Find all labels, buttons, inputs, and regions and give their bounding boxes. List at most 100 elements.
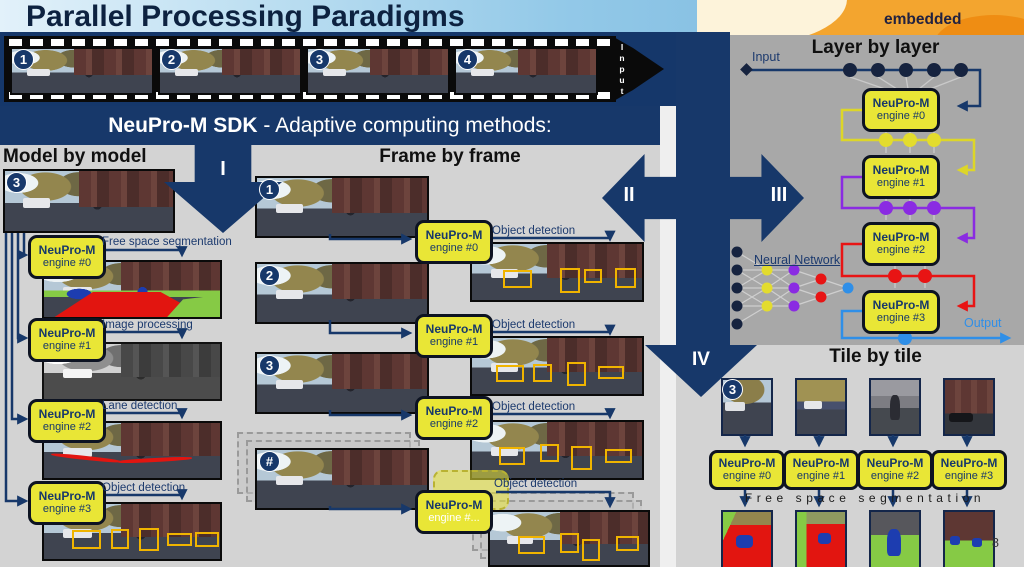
model-input-frame bbox=[3, 169, 175, 233]
neupro-label: NeuPro-M bbox=[38, 243, 96, 257]
task-label: Object detection bbox=[494, 478, 578, 490]
layer-input-label: Input bbox=[752, 50, 780, 64]
sdk-banner: NeuPro-M SDK - Adaptive computing method… bbox=[0, 106, 660, 145]
engine-label: engine #0 bbox=[722, 470, 772, 482]
sdk-banner-bold: NeuPro-M SDK bbox=[108, 114, 258, 137]
tile-caption: Free space segmentation bbox=[744, 491, 986, 505]
neupro-label: NeuPro-M bbox=[872, 96, 930, 110]
section-title-layer-by-layer: Layer by layer bbox=[811, 37, 940, 58]
output-tile-1 bbox=[721, 510, 773, 567]
engine-label: engine #1 bbox=[429, 336, 479, 348]
neupro-label: NeuPro-M bbox=[940, 456, 998, 470]
task-label: Lane detection bbox=[102, 400, 178, 412]
embedded-logo: embedded bbox=[884, 11, 962, 28]
task-label: Object detection bbox=[492, 319, 576, 331]
engine-label: engine #2 bbox=[876, 244, 926, 256]
task-label: Object detection bbox=[492, 401, 576, 413]
input-tile-4 bbox=[943, 378, 995, 436]
neupro-label: NeuPro-M bbox=[425, 498, 483, 512]
output-frame-2 bbox=[470, 336, 644, 396]
engine-label: engine #2 bbox=[870, 470, 920, 482]
output-tile-4 bbox=[943, 510, 995, 567]
task-label: Image processing bbox=[102, 319, 193, 331]
neupro-engine-box: NeuPro-M engine #3 bbox=[28, 481, 106, 525]
output-frame-1 bbox=[470, 242, 644, 302]
engine-label: engine #1 bbox=[876, 177, 926, 189]
page-title: Parallel Processing Paradigms bbox=[26, 0, 465, 33]
engine-label: engine #2 bbox=[42, 421, 92, 433]
connector-model-e0 bbox=[17, 233, 29, 261]
task-label: Free space segmentation bbox=[102, 236, 232, 248]
neupro-label: NeuPro-M bbox=[38, 407, 96, 421]
model-frame-badge: 3 bbox=[6, 172, 27, 193]
neupro-engine-box: NeuPro-M engine #1 bbox=[862, 155, 940, 199]
task-label: Object detection bbox=[102, 482, 186, 494]
input-frame-n bbox=[255, 448, 429, 510]
film-frame-4 bbox=[454, 47, 598, 95]
detection-overlay bbox=[490, 512, 648, 565]
input-frame-3 bbox=[255, 352, 429, 414]
neupro-label: NeuPro-M bbox=[38, 489, 96, 503]
section-title-frame-by-frame: Frame by frame bbox=[379, 146, 521, 167]
film-frame-3 bbox=[306, 47, 450, 95]
neupro-engine-box: NeuPro-M engine #2 bbox=[415, 396, 493, 440]
divider-column bbox=[660, 106, 676, 567]
input-frame-1 bbox=[255, 176, 429, 238]
neupro-engine-box: NeuPro-M engine #1 bbox=[415, 314, 493, 358]
neupro-label: NeuPro-M bbox=[872, 230, 930, 244]
roman-i: I bbox=[220, 158, 226, 180]
engine-label: engine #3 bbox=[944, 470, 994, 482]
neupro-label: NeuPro-M bbox=[425, 322, 483, 336]
engine-label: engine #... bbox=[428, 512, 480, 524]
frame-badge: # bbox=[259, 451, 280, 472]
neupro-engine-box: NeuPro-M engine #3 bbox=[931, 450, 1007, 490]
engine-label: engine #3 bbox=[42, 503, 92, 515]
detection-overlay bbox=[472, 338, 642, 394]
roman-iii: III bbox=[770, 184, 788, 206]
neupro-engine-box: NeuPro-M engine #2 bbox=[28, 399, 106, 443]
neupro-label: NeuPro-M bbox=[718, 456, 776, 470]
detection-overlay bbox=[472, 422, 642, 478]
connector-model-e2 bbox=[10, 233, 29, 425]
film-frame-1 bbox=[10, 47, 154, 95]
frame-badge: 3 bbox=[259, 355, 280, 376]
task-label: Object detection bbox=[492, 225, 576, 237]
engine-label: engine #3 bbox=[876, 312, 926, 324]
neupro-engine-box: NeuPro-M engine #0 bbox=[862, 88, 940, 132]
output-frame-n bbox=[488, 510, 650, 567]
neupro-label: NeuPro-M bbox=[425, 228, 483, 242]
tile-frame-badge: 3 bbox=[722, 379, 743, 400]
detection-overlay bbox=[472, 244, 642, 300]
roman-ii: II bbox=[623, 184, 635, 206]
engine-label: engine #0 bbox=[42, 257, 92, 269]
neupro-label: NeuPro-M bbox=[425, 404, 483, 418]
frame-number-badge: 4 bbox=[457, 49, 478, 70]
input-tile-2 bbox=[795, 378, 847, 436]
sdk-banner-rest: - Adaptive computing methods: bbox=[257, 114, 552, 137]
model-output-lanes bbox=[42, 421, 222, 480]
input-label: Input bbox=[617, 42, 627, 97]
output-tile-3 bbox=[869, 510, 921, 567]
neural-network-label: Neural Network bbox=[754, 253, 841, 267]
frame-number-badge: 2 bbox=[161, 49, 182, 70]
connector-model-e3 bbox=[4, 233, 29, 507]
roman-iv: IV bbox=[692, 349, 710, 370]
output-tile-2 bbox=[795, 510, 847, 567]
neupro-engine-box: NeuPro-M engine #0 bbox=[28, 235, 106, 279]
header-band bbox=[0, 0, 700, 34]
logo-blob bbox=[697, 0, 1024, 35]
frame-badge: 1 bbox=[259, 179, 280, 200]
neupro-label: NeuPro-M bbox=[792, 456, 850, 470]
neupro-engine-box: NeuPro-M engine #... bbox=[415, 490, 493, 534]
neupro-engine-box: NeuPro-M engine #2 bbox=[862, 222, 940, 266]
neupro-engine-box: NeuPro-M engine #1 bbox=[28, 318, 106, 362]
engine-label: engine #1 bbox=[42, 340, 92, 352]
input-tile-3 bbox=[869, 378, 921, 436]
neupro-engine-box: NeuPro-M engine #0 bbox=[415, 220, 493, 264]
section-title-model-by-model: Model by model bbox=[3, 146, 147, 167]
input-frame-2 bbox=[255, 262, 429, 324]
neupro-label: NeuPro-M bbox=[872, 163, 930, 177]
neupro-label: NeuPro-M bbox=[872, 298, 930, 312]
detection-overlay bbox=[44, 504, 220, 559]
